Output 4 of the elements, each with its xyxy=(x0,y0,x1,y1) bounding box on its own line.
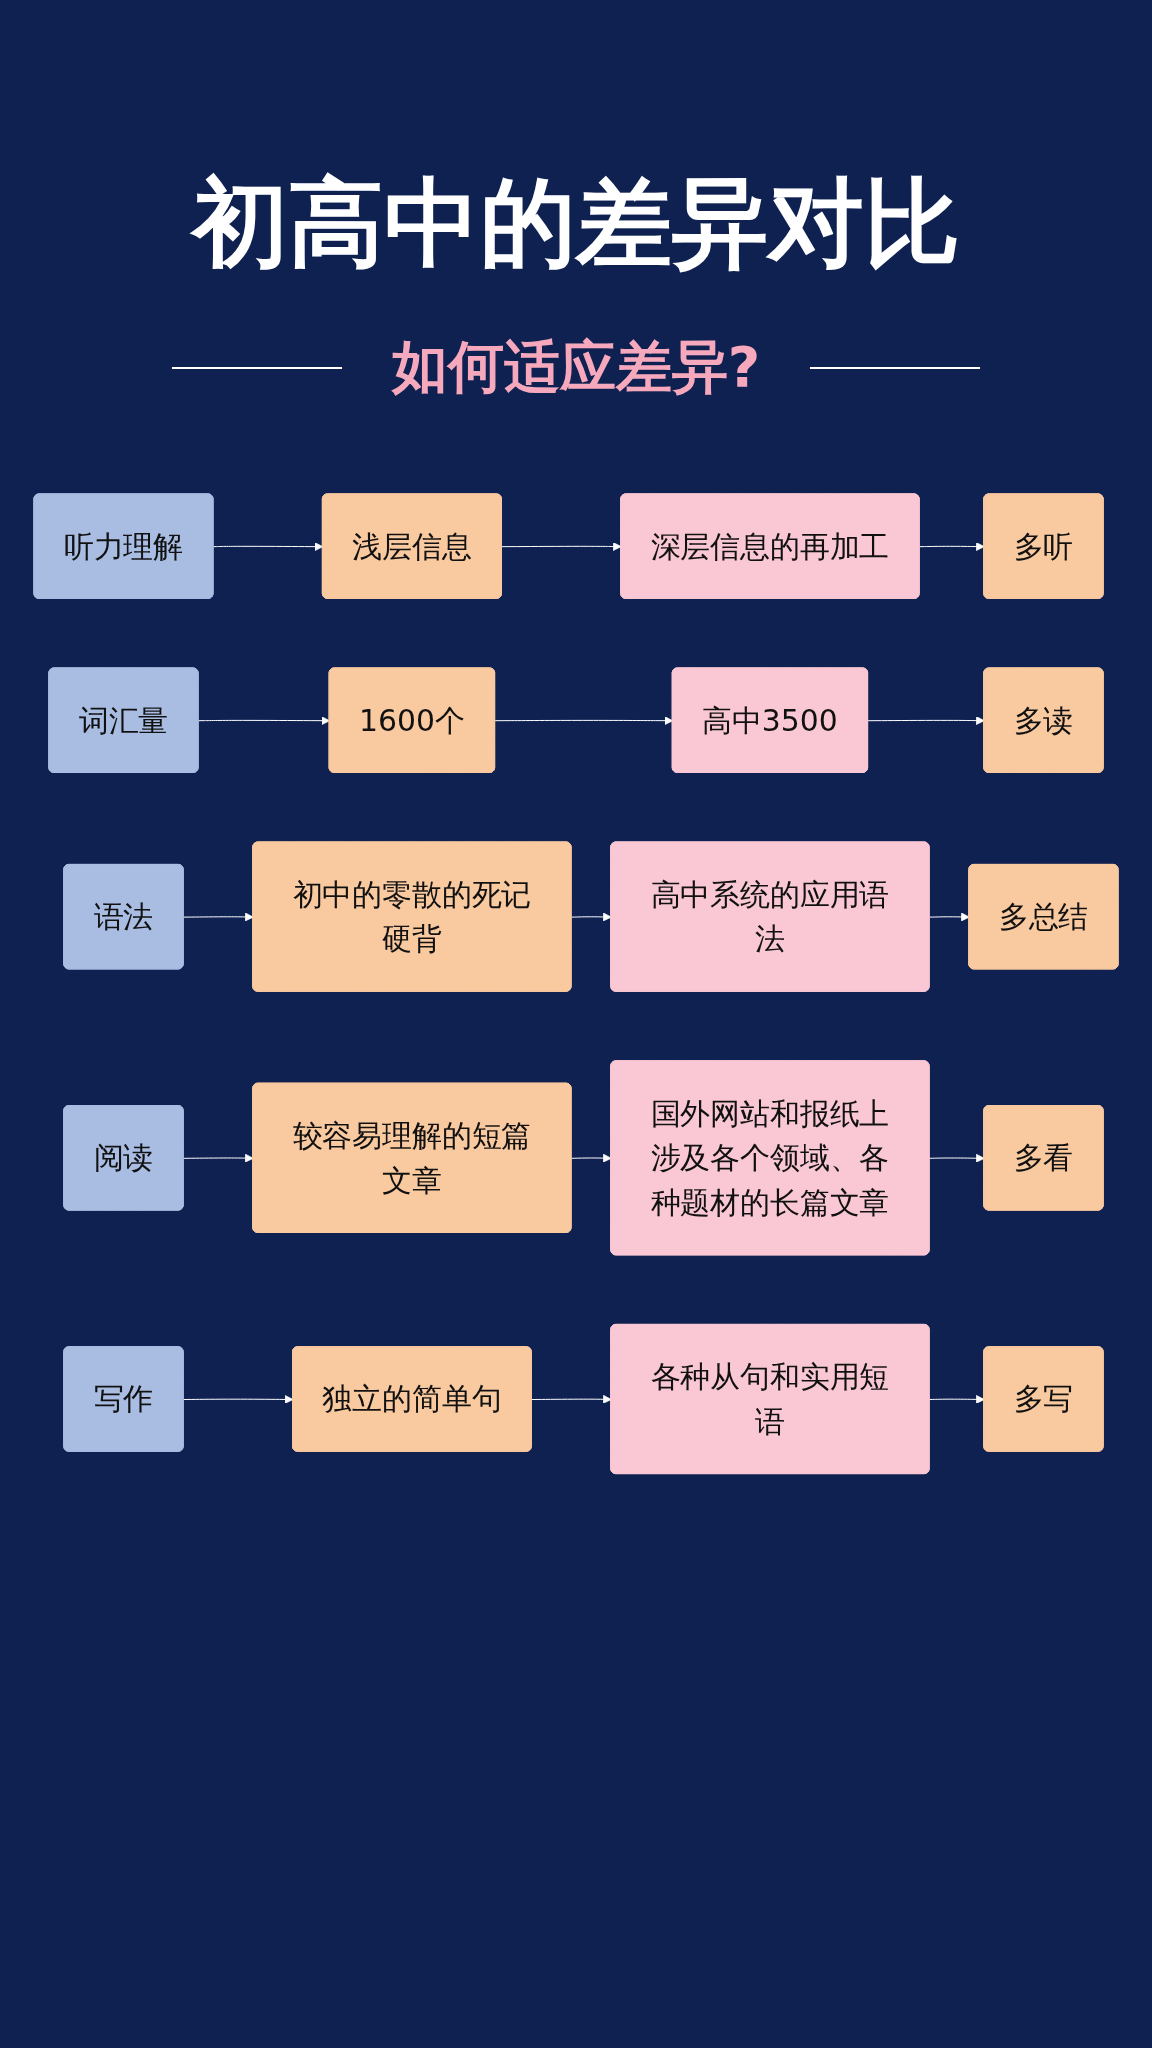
title: 初高中的差异对比 xyxy=(189,166,961,281)
subtitle: 如何适应差异? xyxy=(391,333,761,401)
arrow xyxy=(919,542,985,551)
arrow xyxy=(183,1395,294,1404)
